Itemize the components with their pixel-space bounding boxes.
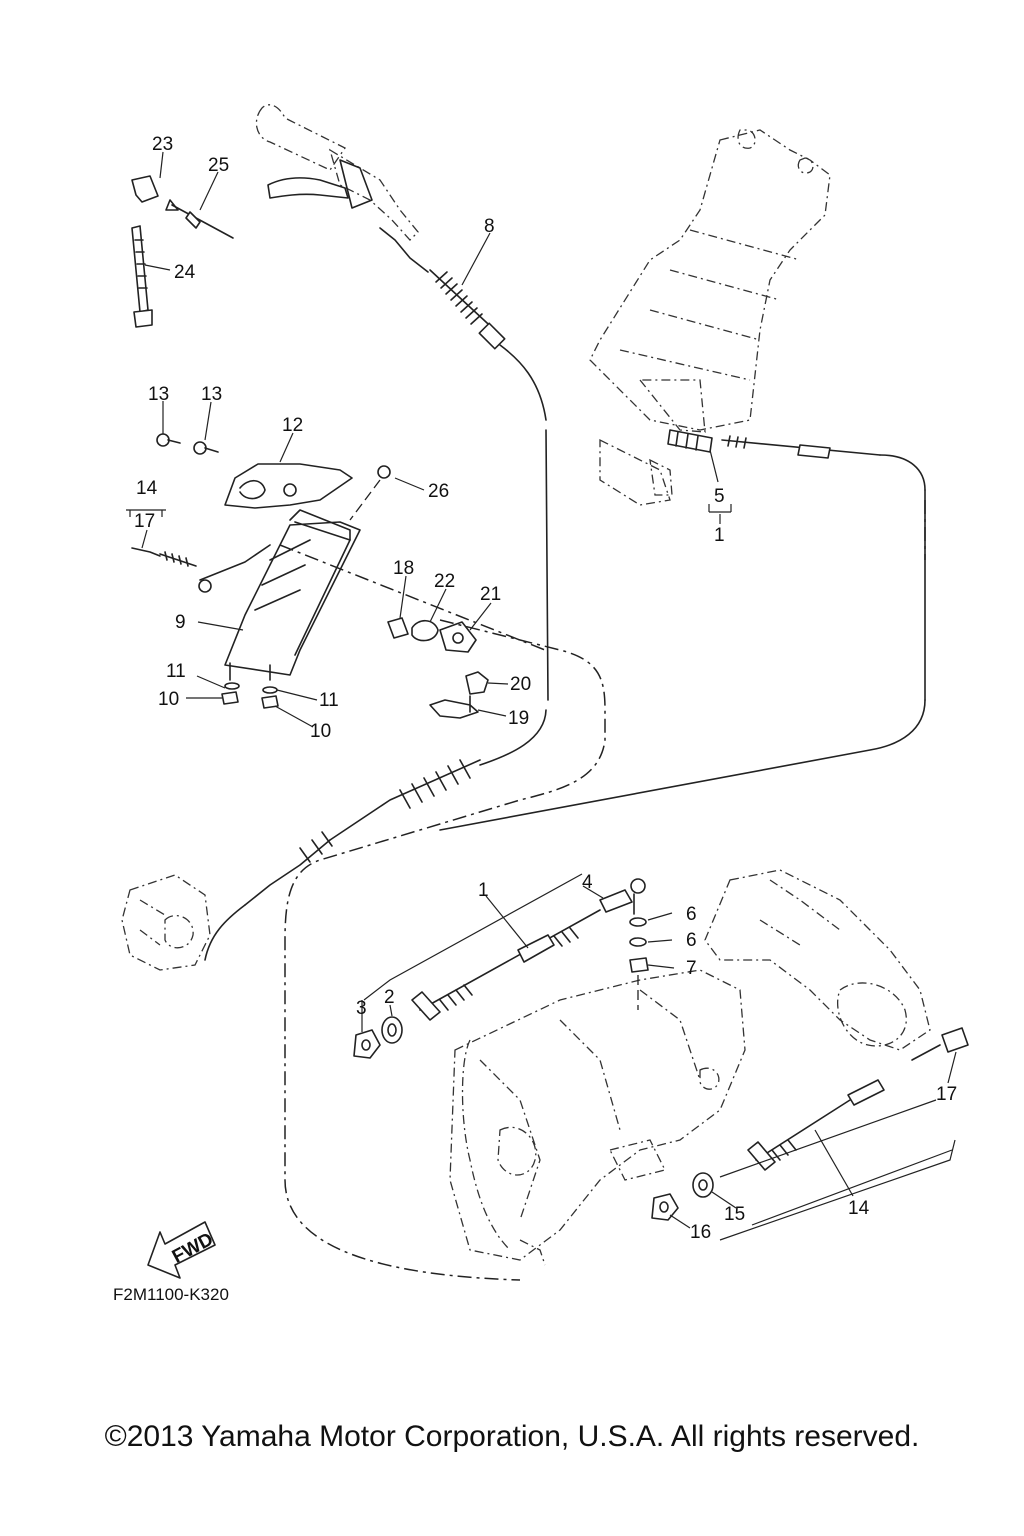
callout-16: 16 xyxy=(690,1222,711,1243)
copyright-notice: ©2013 Yamaha Motor Corporation, U.S.A. A… xyxy=(104,1420,920,1453)
steering-cable-lower xyxy=(411,909,601,1021)
steering-cable-upper xyxy=(439,435,926,831)
cable-tie-24 xyxy=(131,225,153,328)
screw-13b xyxy=(193,441,219,455)
nut-20 xyxy=(465,671,489,695)
callout-24: 24 xyxy=(174,262,196,283)
rivet-25 xyxy=(165,199,234,239)
callout-1-lower: 1 xyxy=(478,880,489,901)
callout-1-upper: 1 xyxy=(714,525,725,546)
fwd-arrow: FWD xyxy=(147,1221,217,1279)
washer-11a xyxy=(224,682,240,690)
callout-6a: 6 xyxy=(686,904,697,925)
nut-16 xyxy=(651,1193,679,1221)
nut-3 xyxy=(353,1029,381,1059)
callout-14-upper: 14 xyxy=(136,478,158,499)
bracket-19 xyxy=(429,695,479,719)
callout-20: 20 xyxy=(510,674,531,695)
callout-14-lower: 14 xyxy=(848,1198,870,1219)
callout-17-lower: 17 xyxy=(936,1084,957,1105)
collar-18 xyxy=(387,617,409,639)
callout-15: 15 xyxy=(724,1204,745,1225)
connector-5 xyxy=(667,429,713,453)
callout-6b: 6 xyxy=(686,930,697,951)
callout-25: 25 xyxy=(208,155,229,176)
callout-11a: 11 xyxy=(166,661,186,682)
diagram-code: F2M1100-K320 xyxy=(113,1285,229,1304)
throttle-body xyxy=(121,874,211,971)
balljoint-4 xyxy=(599,878,646,915)
washer-2 xyxy=(381,1016,403,1044)
nut-10a xyxy=(221,691,239,705)
steering-column xyxy=(589,129,831,506)
callout-19: 19 xyxy=(508,708,529,729)
callout-11b: 11 xyxy=(319,690,339,711)
holder-21 xyxy=(439,621,477,653)
washer-11b xyxy=(262,686,278,694)
callout-13a: 13 xyxy=(148,384,169,405)
clip-22 xyxy=(411,619,439,642)
callout-5: 5 xyxy=(714,486,725,507)
steering-cable-route xyxy=(279,500,926,1281)
callout-8: 8 xyxy=(484,216,495,237)
leader-lines xyxy=(126,151,957,1241)
washer-6a xyxy=(629,917,647,927)
cable-end-14-lower xyxy=(747,1027,969,1171)
washer-15 xyxy=(692,1172,714,1198)
callout-17-upper: 17 xyxy=(134,511,155,532)
handlebar-grip xyxy=(255,104,419,241)
callout-18: 18 xyxy=(393,558,414,579)
callout-4: 4 xyxy=(582,872,593,893)
clip-23 xyxy=(131,175,159,203)
callout-10b: 10 xyxy=(310,721,331,742)
nut-7 xyxy=(629,957,649,973)
jet-pump-housing xyxy=(704,869,931,1051)
callout-2: 2 xyxy=(384,987,395,1008)
cable-end-14-upper xyxy=(131,544,271,593)
screw-13a xyxy=(156,433,181,447)
engine-block xyxy=(449,969,746,1266)
callout-10a: 10 xyxy=(158,689,179,710)
callout-26: 26 xyxy=(428,481,449,502)
callout-7: 7 xyxy=(686,958,697,979)
bracket-9 xyxy=(224,509,361,681)
washer-6b xyxy=(629,937,647,947)
cover-12 xyxy=(224,463,353,509)
nut-10b xyxy=(261,695,279,709)
callout-numbers: 23 25 24 8 13 13 12 26 14 17 9 18 22 21 … xyxy=(134,134,957,1243)
screw-26 xyxy=(349,465,391,521)
callout-9: 9 xyxy=(175,612,186,633)
callout-21: 21 xyxy=(480,584,501,605)
throttle-cable xyxy=(204,227,549,961)
callout-23: 23 xyxy=(152,134,173,155)
callout-22: 22 xyxy=(434,571,455,592)
callout-13b: 13 xyxy=(201,384,222,405)
callout-3: 3 xyxy=(356,998,367,1019)
callout-12: 12 xyxy=(282,415,303,436)
